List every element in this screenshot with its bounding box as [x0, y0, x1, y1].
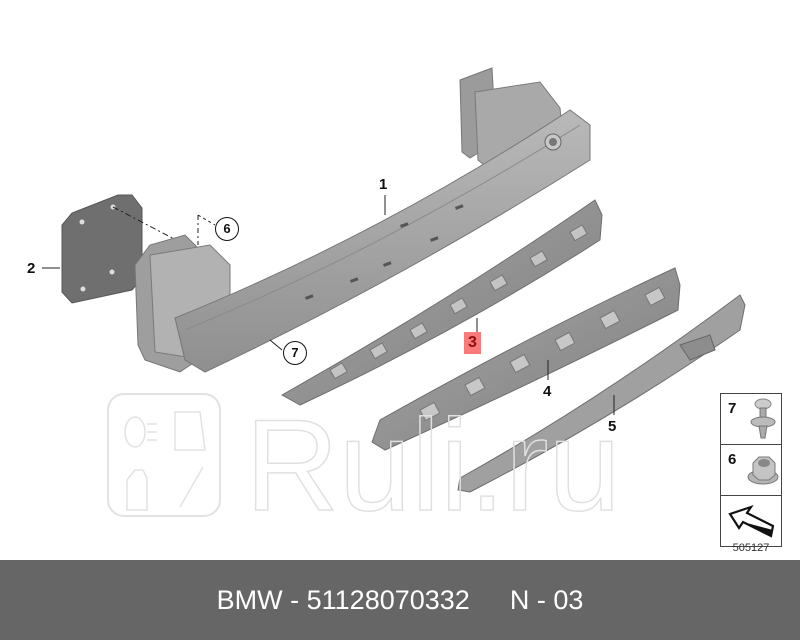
legend-number-7: 7 — [728, 400, 737, 417]
legend-item-direction — [721, 496, 781, 546]
callout-2[interactable]: 2 — [27, 260, 36, 277]
legend-item-7[interactable]: 7 — [721, 394, 781, 445]
fastener-legend: 7 6 — [720, 393, 782, 547]
part-3-bracket — [280, 199, 603, 406]
hex-flange-nut-icon — [747, 456, 779, 485]
part-2-mounting-plate — [61, 194, 143, 304]
push-rivet-icon — [750, 398, 776, 439]
callout-7-circled[interactable]: 7 — [283, 341, 307, 365]
legend-number-6: 6 — [728, 451, 737, 468]
callout-4[interactable]: 4 — [543, 383, 552, 400]
callout-6-circled[interactable]: 6 — [215, 217, 239, 241]
legend-item-6[interactable]: 6 — [721, 445, 781, 496]
direction-arrow-icon — [728, 504, 775, 538]
part-info-footer: BMW - 51128070332 N - 03 — [0, 560, 800, 640]
exploded-view-drawing — [42, 67, 746, 493]
callout-1[interactable]: 1 — [379, 176, 388, 193]
callout-3-highlighted[interactable]: 3 — [464, 332, 481, 354]
parts-diagram: Ruli.ru 1 2 3 4 5 6 7 7 6 — [27, 67, 782, 554]
part-1-bumper-carrier — [134, 67, 591, 373]
callout-5[interactable]: 5 — [608, 418, 617, 435]
part-4-bracket — [371, 267, 681, 451]
brand-label: BMW — [216, 584, 283, 615]
brand-separator: - — [290, 584, 300, 615]
diagram-code: 505127 — [732, 542, 770, 554]
part-number: 51128070332 — [306, 584, 470, 615]
part-5-bracket — [457, 294, 746, 493]
diagram-position: N - 03 — [509, 584, 584, 615]
